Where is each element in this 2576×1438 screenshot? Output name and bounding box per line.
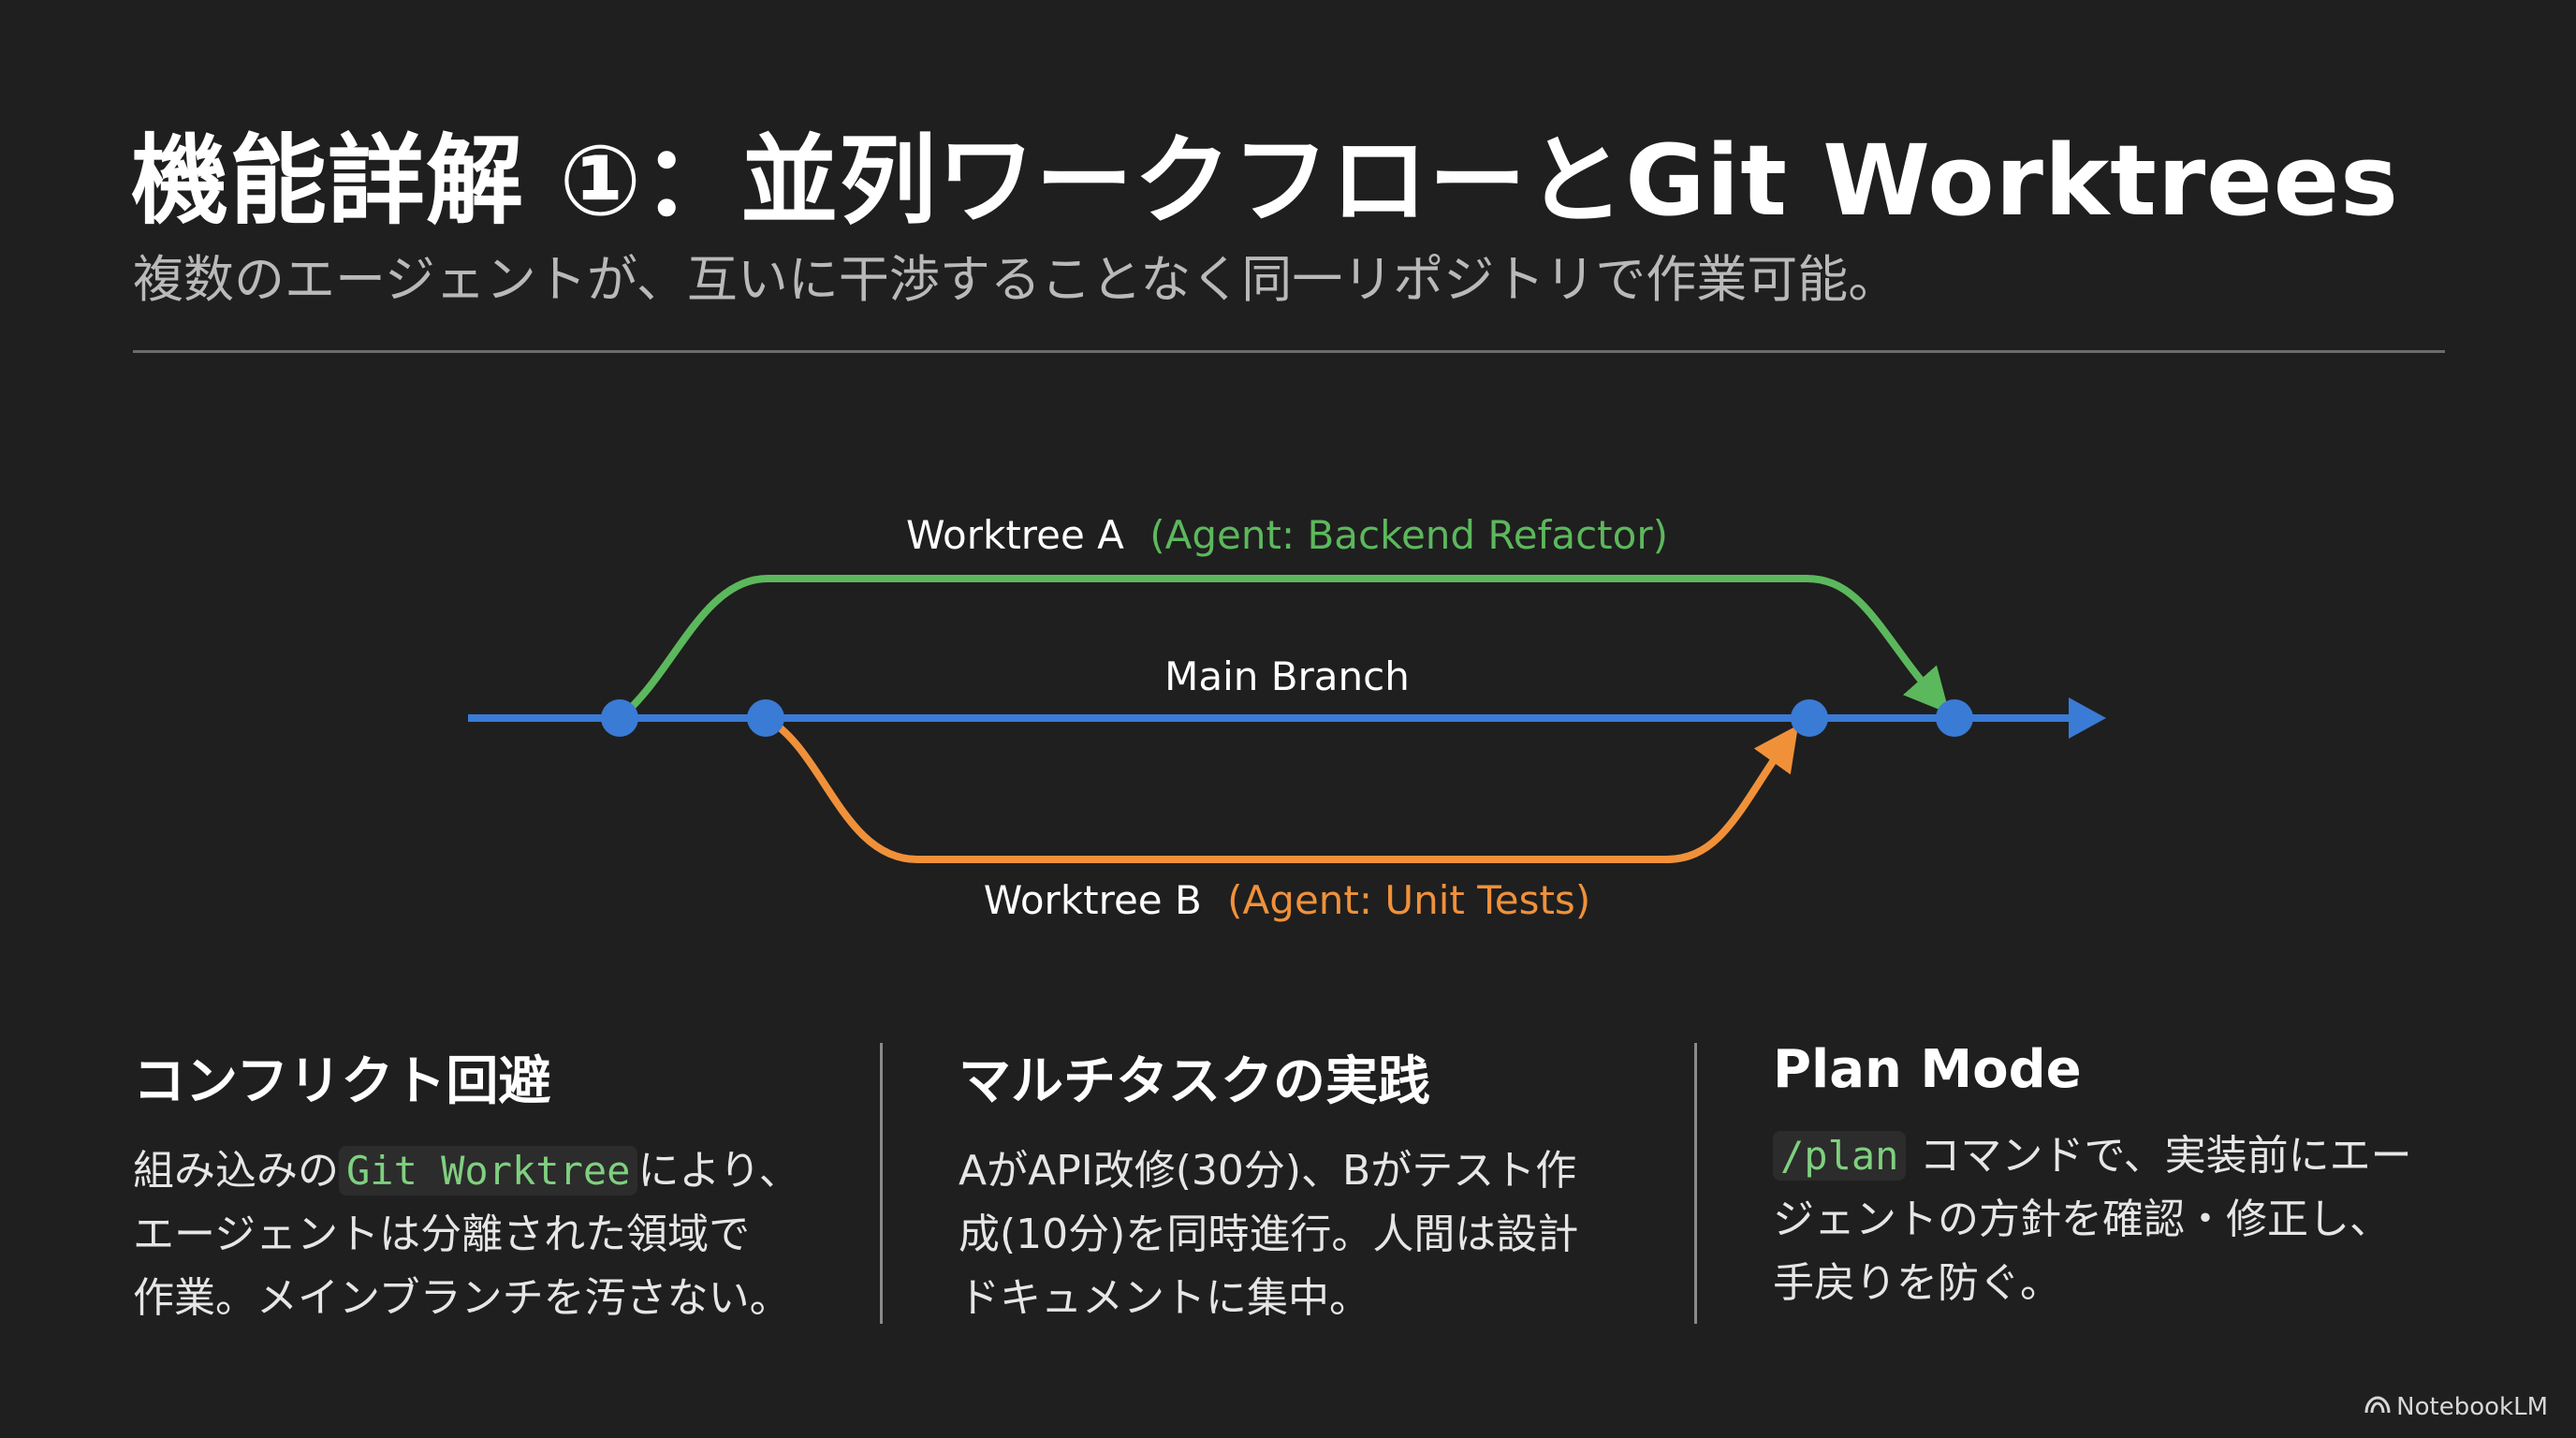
commit-node xyxy=(747,699,784,737)
worktree-a-name: Worktree A xyxy=(906,512,1124,558)
commit-node xyxy=(1936,699,1973,737)
column-heading: コンフリクト回避 xyxy=(133,1051,551,1112)
code-snippet: Git Worktree xyxy=(339,1146,638,1196)
worktree-a-branch-line xyxy=(616,575,1950,722)
notebooklm-logo-icon xyxy=(2364,1393,2391,1421)
column-heading: Plan Mode xyxy=(1773,1039,2082,1100)
column-text: AがAPI改修(30分)、Bがテスト作 成(10分)を同時進行。人間は設計 ドキ… xyxy=(959,1147,1579,1322)
commit-node xyxy=(1791,699,1828,737)
worktree-b-agent: (Agent: Unit Tests) xyxy=(1227,877,1590,923)
brand-watermark: NotebookLM xyxy=(2364,1393,2548,1421)
worktree-b-name: Worktree B xyxy=(984,877,1202,923)
code-snippet: /plan xyxy=(1773,1131,1907,1181)
worktree-a-agent: (Agent: Backend Refactor) xyxy=(1149,512,1668,558)
main-branch-label: Main Branch xyxy=(1164,653,1410,699)
column-divider xyxy=(880,1043,883,1324)
column-text-post: により、 エージェントは分離された領域で 作業。メインブランチを汚さない。 xyxy=(133,1147,800,1322)
column-divider xyxy=(1694,1043,1697,1324)
worktree-b-label: Worktree B (Agent: Unit Tests) xyxy=(984,877,1590,923)
column-heading: マルチタスクの実践 xyxy=(959,1051,1430,1112)
column-text: /plan コマンドで、実装前にエー ジェントの方針を確認・修正し、 手戻りを防… xyxy=(1773,1124,2466,1315)
brand-name: NotebookLM xyxy=(2396,1393,2548,1421)
main-branch-arrowhead xyxy=(2069,697,2106,739)
column-plan-mode: Plan Mode /plan コマンドで、実装前にエー ジェントの方針を確認・… xyxy=(1773,1039,2466,1329)
commit-node xyxy=(601,699,638,737)
page-subtitle: 複数のエージェントが、互いに干渉することなく同一リポジトリで作業可能。 xyxy=(133,250,1899,309)
worktree-b-branch-line xyxy=(762,714,1799,863)
worktree-a-label: Worktree A (Agent: Backend Refactor) xyxy=(906,512,1668,558)
header-divider xyxy=(133,350,2445,353)
page-title: 機能詳解 ①：並列ワークフローとGit Worktrees xyxy=(131,124,2400,238)
column-multitask: マルチタスクの実践 AがAPI改修(30分)、Bがテスト作 成(10分)を同時進… xyxy=(959,1039,1698,1329)
column-text-pre: 組み込みの xyxy=(133,1147,339,1195)
column-text-post: コマンドで、実装前にエー ジェントの方針を確認・修正し、 手戻りを防ぐ。 xyxy=(1773,1132,2412,1307)
